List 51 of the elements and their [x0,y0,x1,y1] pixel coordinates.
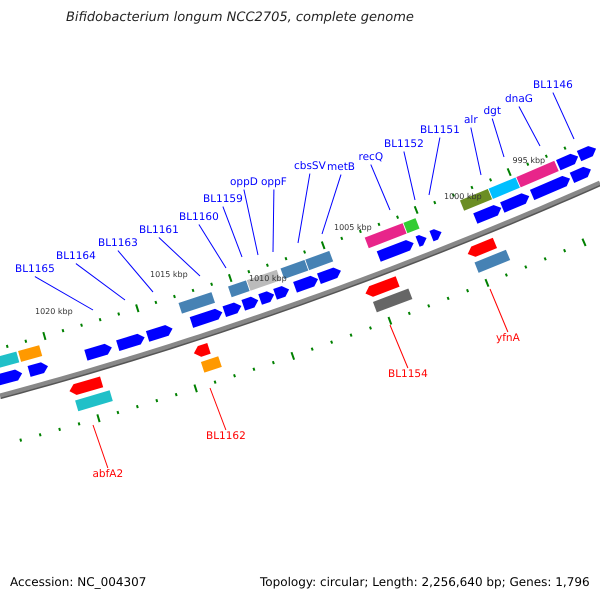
leader-line [298,173,310,244]
leader-line [34,276,94,310]
gene-label: BL1164 [56,251,96,263]
gene-label: BL1152 [384,139,424,151]
leader-line [470,127,482,176]
leader-line [210,388,226,430]
leader-line [322,174,342,234]
gene-label: BL1154 [388,369,428,381]
leader-line [518,106,540,146]
gene-label: BL1161 [139,225,179,237]
leader-line [272,189,274,252]
leader-line [75,263,126,300]
leader-line [117,250,154,292]
gene-label: BL1163 [98,238,138,250]
gene-label: yfnA [496,333,520,345]
leader-line [158,237,200,276]
leader-line [370,164,390,210]
scale-label: 1000 kbp [444,192,482,202]
scale-label: 1005 kbp [334,224,372,232]
gene-label: BL1162 [206,431,246,443]
leader-line [222,206,242,258]
leader-line [492,118,504,158]
gene-label: oppF [261,177,287,189]
gene-label: oppD [230,177,258,189]
gene-label: dgt [484,106,501,118]
gene-label: recQ [358,152,384,164]
footer-text: Accession: NC_004307 [10,576,146,589]
footer-text: Topology: circular; Length: 2,256,640 bp; Genes: 1,796 [260,576,590,589]
leader-line [92,424,108,468]
scale-label: 1015 kbp [150,270,188,280]
scale-label: 1010 kbp [249,274,287,284]
scale-label: 995 kbp [512,156,546,166]
gene-label: BL1160 [179,212,219,224]
leader-line [490,288,508,332]
gene-label: dnaG [505,94,533,106]
leader-line [428,137,440,196]
leader-line [243,189,258,256]
gene-label: metB [327,162,356,174]
gene-label: cbsSV [294,161,326,173]
gene-label: BL1159 [203,194,243,206]
gene-label: BL1151 [420,125,460,137]
leader-line [198,224,226,268]
leader-line [552,92,574,140]
gene-label: alr [464,115,478,127]
diagram-title: Bifidobacterium longum NCC2705, complete genome [66,11,414,26]
gene-label: abfA2 [92,469,124,481]
gene-label: BL1146 [533,80,573,92]
leader-line [390,324,408,368]
gene-label: BL1165 [15,264,55,276]
leader-line [403,151,416,200]
scale-label: 1020 kbp [35,308,73,316]
